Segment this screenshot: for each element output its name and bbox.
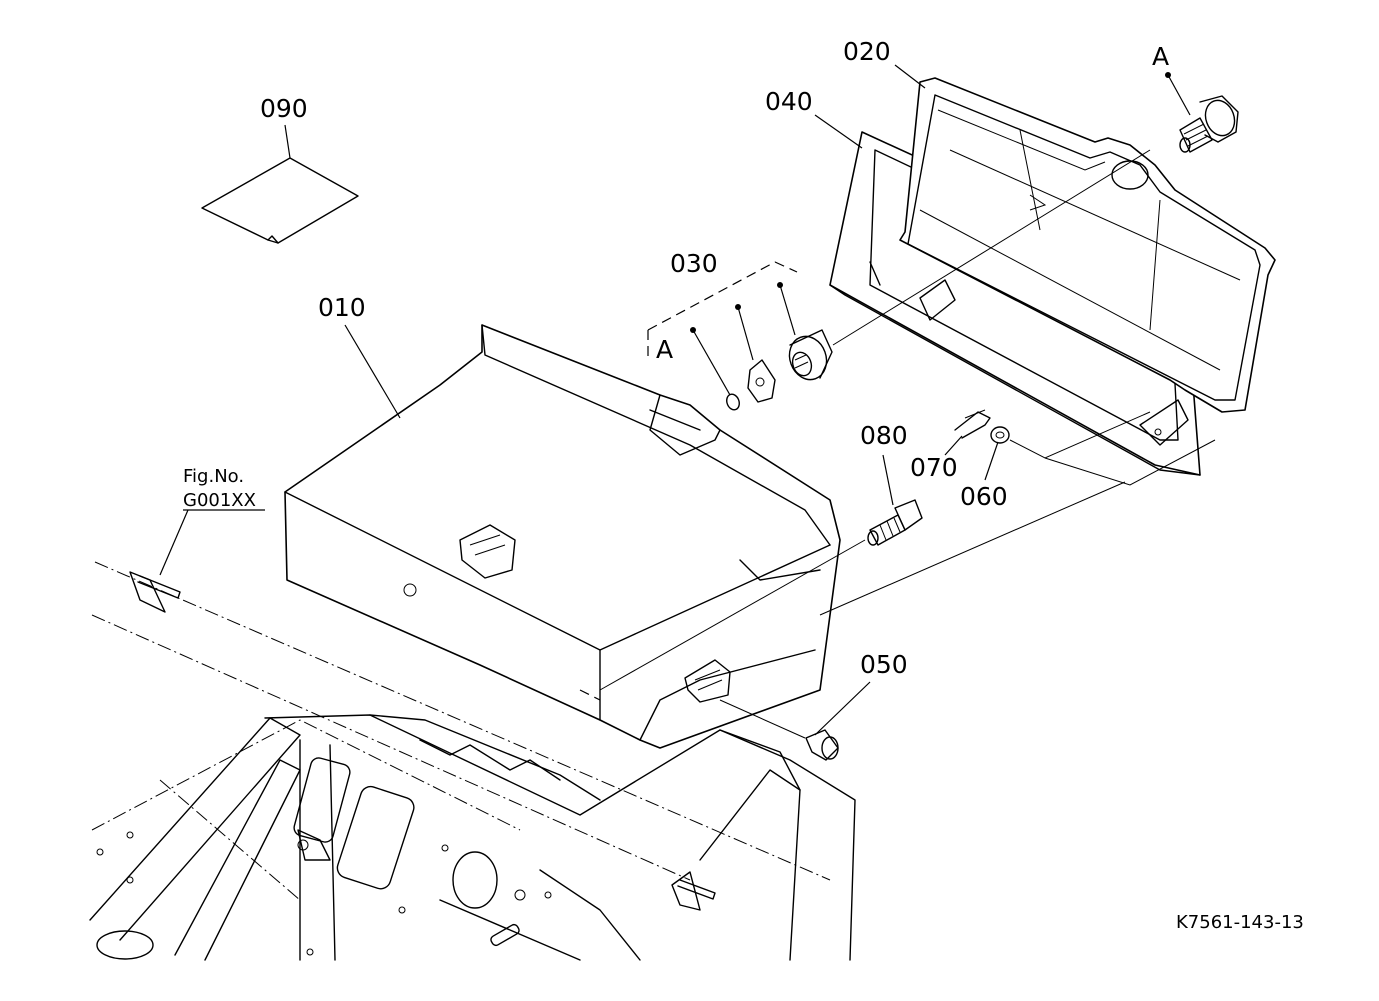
label-040: 040	[765, 87, 813, 116]
bolt	[599, 454, 923, 691]
label-070: 070	[910, 453, 958, 482]
label-020: 020	[843, 37, 891, 66]
label-a-group: A	[656, 335, 673, 364]
leader-040	[814, 114, 863, 149]
label-090: 090	[260, 94, 308, 123]
fig-code-label: G001XX	[183, 490, 256, 511]
leader-fig	[159, 509, 189, 576]
label-080: 080	[860, 421, 908, 450]
clevis-pin	[719, 681, 871, 761]
lock-knob	[1165, 72, 1239, 153]
label-sheet	[201, 124, 359, 244]
fig-no-label: Fig.No.	[183, 466, 244, 487]
label-030: 030	[670, 249, 718, 278]
toolbox-body	[284, 324, 841, 749]
label-060: 060	[960, 482, 1008, 511]
toolbox-lid	[899, 77, 1276, 413]
washer-and-split-pin	[819, 409, 1216, 616]
label-a-top: A	[1152, 42, 1169, 71]
leader-010	[344, 324, 401, 419]
leader-020	[894, 64, 926, 89]
drawing-code: K7561-143-13	[1176, 912, 1304, 933]
frame-chassis	[89, 561, 856, 961]
label-010: 010	[318, 293, 366, 322]
label-050: 050	[860, 650, 908, 679]
lock-assembly	[647, 149, 1151, 411]
